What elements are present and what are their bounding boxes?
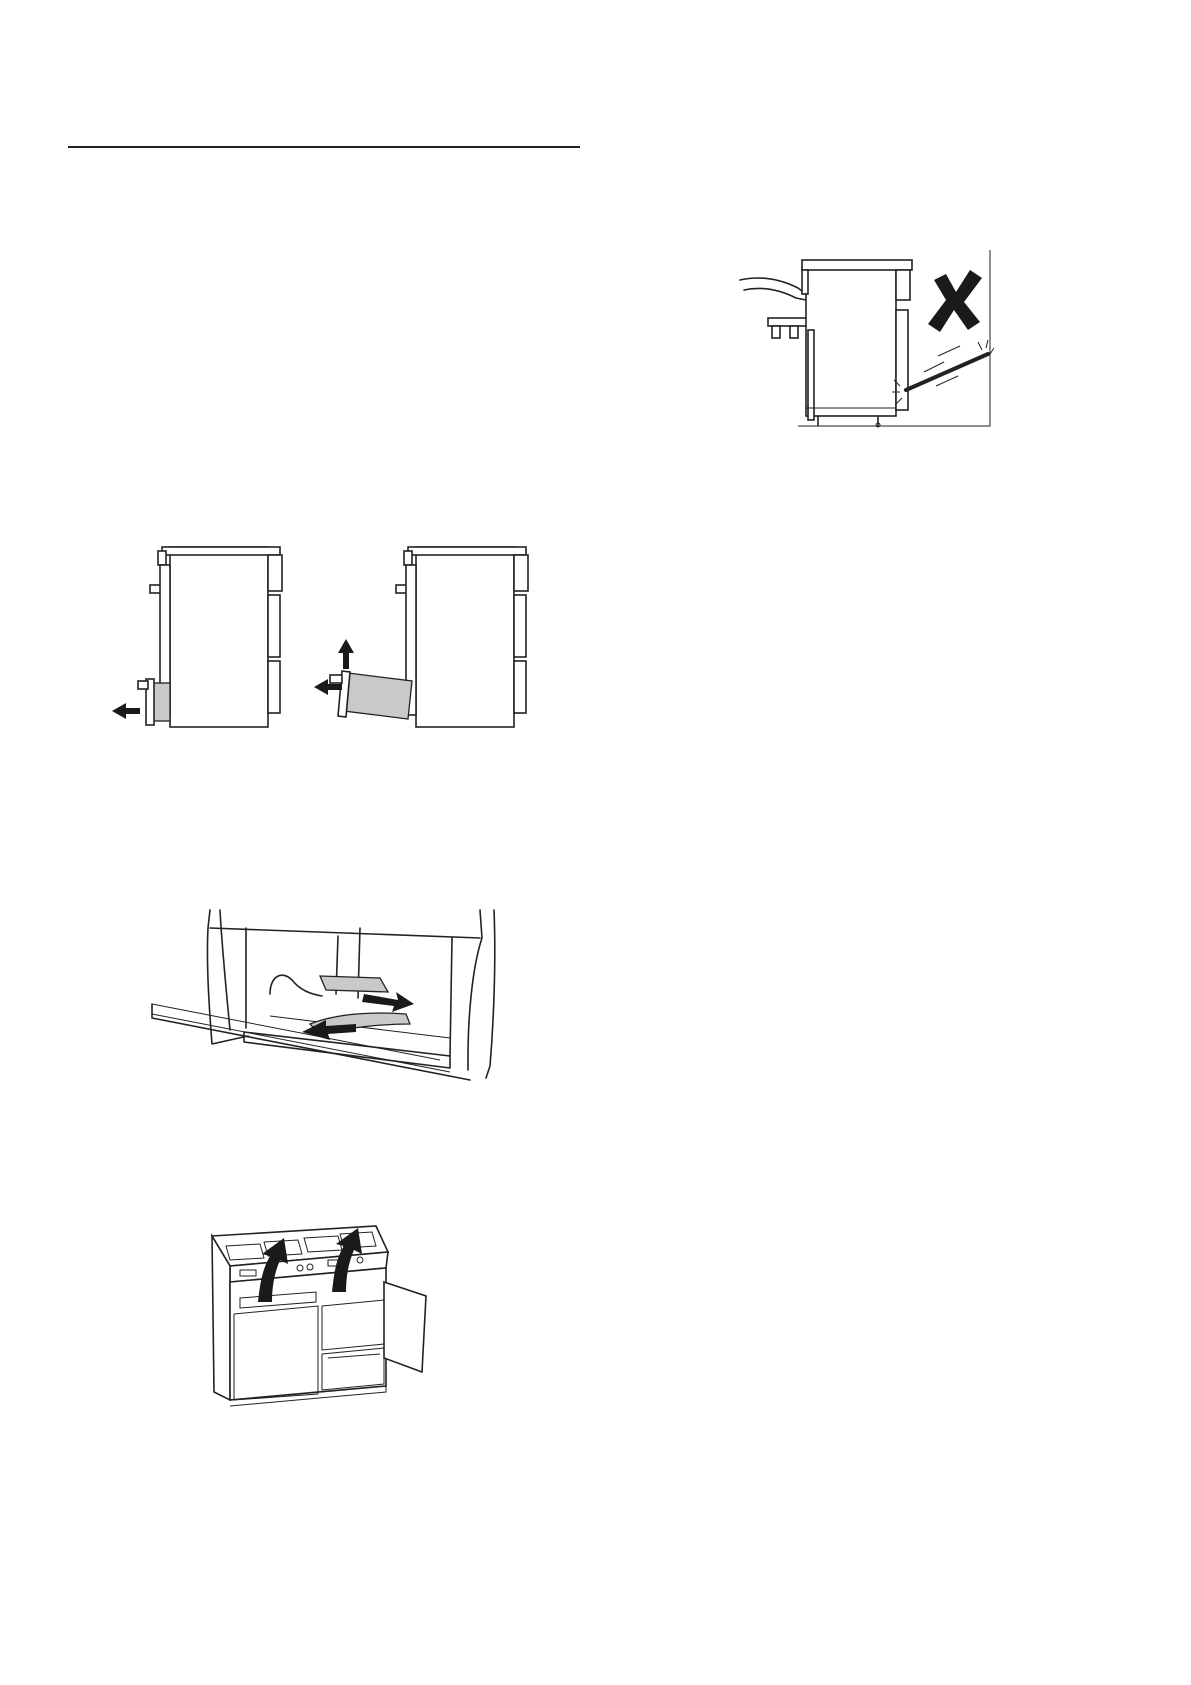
arrow-left-icon: [112, 703, 140, 719]
plinth-removal-illustration: [110, 535, 560, 735]
floor-slide-illustration: [150, 908, 500, 1096]
range-lift-illustration: [200, 1222, 450, 1407]
arrow-up-icon: [338, 639, 354, 669]
section-divider-line: [68, 146, 580, 148]
cross-mark-icon: [928, 270, 982, 332]
tilt-warning-illustration: [738, 250, 994, 430]
arrow-right-icon: [362, 992, 414, 1012]
